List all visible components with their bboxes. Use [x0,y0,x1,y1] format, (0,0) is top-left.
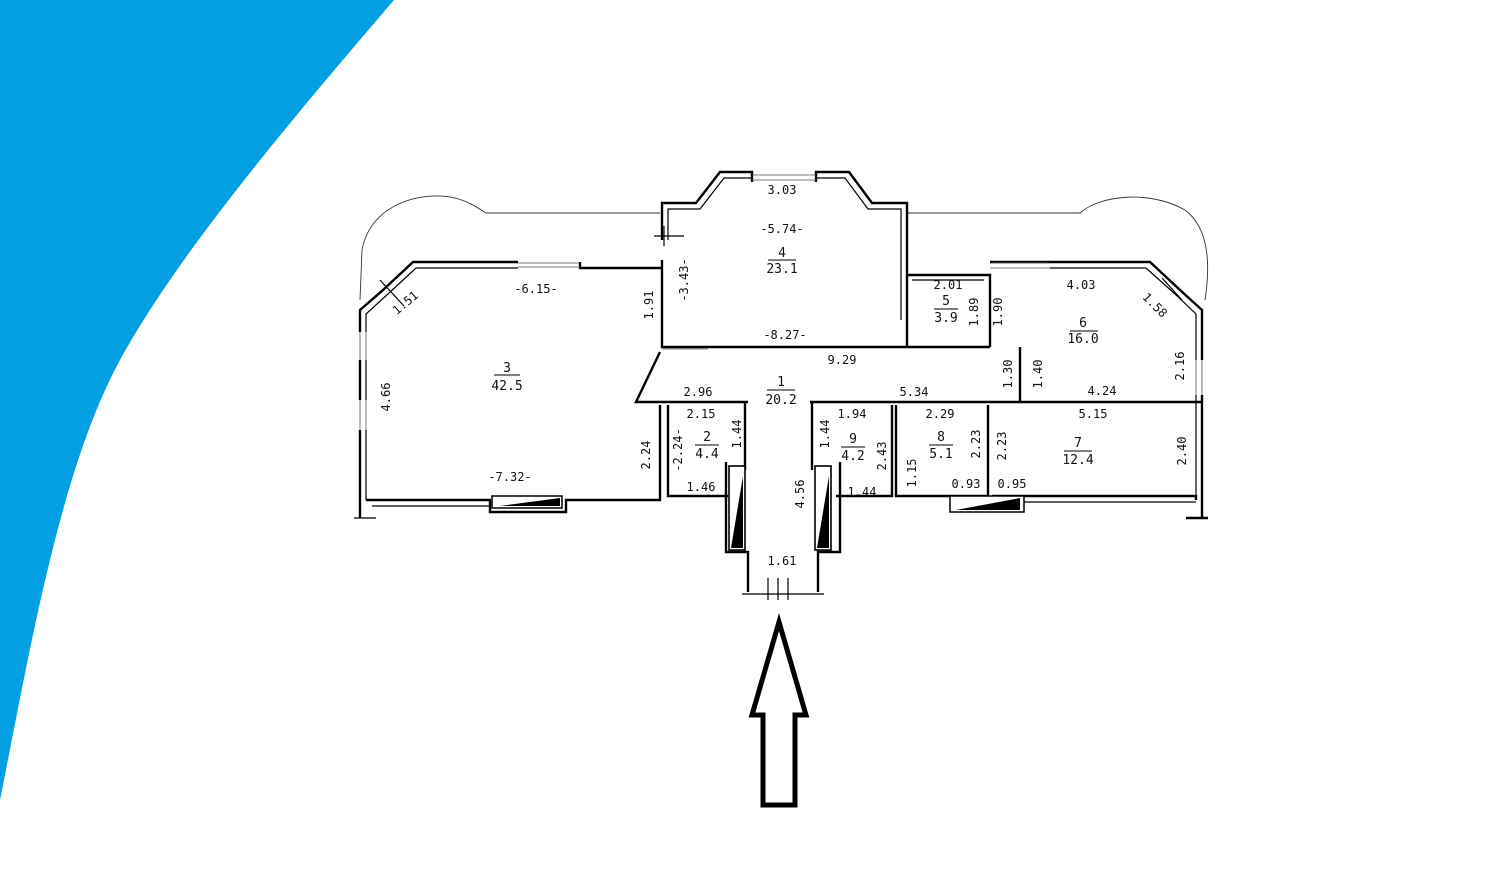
dim-label: 5.15 [1079,407,1108,421]
dim-label: 1.30 [1001,360,1015,389]
room-6-area: 16.0 [1067,332,1098,347]
dim-label: 5.34 [900,385,929,399]
dim-label: 2.24 [639,441,653,470]
room-5-area: 3.9 [934,311,957,326]
dim-label: 2.40 [1175,437,1189,466]
dim-label: 3.03 [768,183,797,197]
dim-label: -5.74- [760,222,803,236]
room-2-area: 4.4 [695,447,719,462]
dim-label: 2.43 [875,442,889,471]
dim-label: -7.32- [488,470,531,484]
dim-label: 1.90 [991,298,1005,327]
room-7-area: 12.4 [1062,453,1093,468]
dim-label: 2.23 [969,430,983,459]
dim-label: 1.91 [642,291,656,320]
dim-label: 2.29 [926,407,955,421]
dim-label: -8.27- [763,328,806,342]
dim-label: 2.96 [684,385,713,399]
room-9-number: 9 [849,432,857,447]
dim-label: 1.58 [1140,290,1170,320]
balcony-left [359,195,660,301]
dim-label: 2.01 [934,278,963,292]
dim-label: 1.46 [687,480,716,494]
blue-swoosh-decoration [0,0,394,800]
dim-label: 0.95 [998,477,1027,491]
room-4-area: 23.1 [766,262,797,277]
room-6-number: 6 [1079,316,1087,331]
dim-label: 1.44 [848,485,877,499]
room-7-number: 7 [1074,436,1082,451]
dim-label: 1.44 [818,420,832,449]
room-9-area: 4.2 [841,449,864,464]
dim-label: 0.93 [952,477,981,491]
dim-label: -2.24- [671,428,685,471]
room-labels: 3 42.5 4 23.1 5 3.9 6 16.0 1 20.2 2 4.4 … [491,246,1098,468]
balcony-right [908,196,1209,301]
room-3-area: 42.5 [491,379,522,394]
up-arrow-icon [748,613,810,808]
dim-label: 4.56 [793,480,807,509]
dim-label: 4.66 [379,383,393,412]
dim-label: -6.15- [514,282,557,296]
dim-label: 4.03 [1067,278,1096,292]
dim-label: 1.51 [390,288,421,317]
dim-label: 9.29 [828,353,857,367]
room-8-area: 5.1 [929,447,952,462]
dim-label: 2.15 [687,407,716,421]
room-4-number: 4 [778,246,786,261]
dim-label: 4.24 [1088,384,1117,398]
dim-label: 1.15 [905,459,919,488]
room-5-number: 5 [942,294,950,309]
room-3-number: 3 [503,361,511,376]
dim-label: 2.23 [995,432,1009,461]
dim-label: 2.16 [1173,352,1187,381]
dim-label: -3.43- [677,258,691,301]
dim-label: 1.89 [967,298,981,327]
walls [354,170,1208,600]
dim-label: 1.94 [838,407,867,421]
room-1-number: 1 [777,375,785,390]
room-8-number: 8 [937,430,945,445]
room-2-number: 2 [703,430,711,445]
dim-label: 1.40 [1031,360,1045,389]
dim-label: 1.61 [768,554,797,568]
room-1-area: 20.2 [765,393,796,408]
dim-label: 1.44 [730,420,744,449]
